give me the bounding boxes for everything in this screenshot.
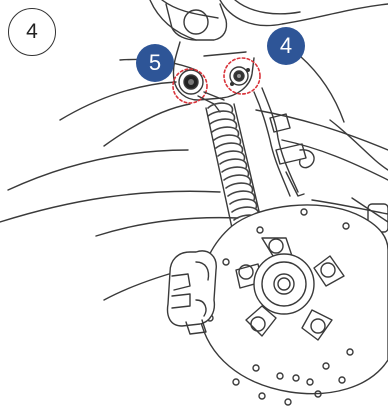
- coil-spring: [208, 103, 261, 224]
- brake-line: [254, 88, 314, 196]
- callout-4-badge: 4: [267, 27, 305, 65]
- upper-bolt-mount: [224, 58, 260, 94]
- callout-5-badge: 5: [136, 44, 174, 82]
- shock-absorber: [198, 92, 262, 228]
- step-number-badge: 4: [8, 8, 56, 56]
